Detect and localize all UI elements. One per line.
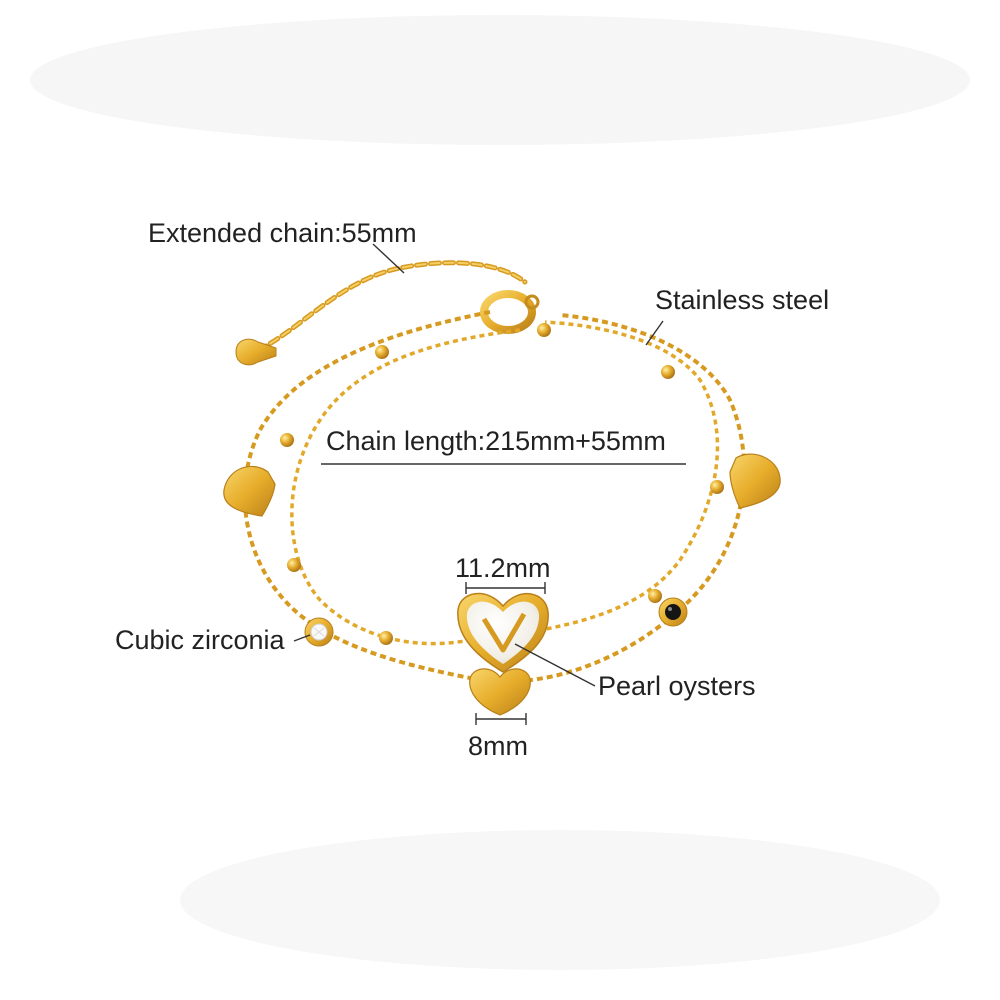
left-heart-charm: [223, 465, 276, 517]
extended-chain-leader: [372, 243, 405, 274]
stainless-steel-leader: [645, 320, 664, 346]
end-drop: [235, 338, 277, 366]
small-heart-width-label: 8mm: [468, 731, 528, 761]
station-beads: [280, 323, 724, 645]
small-heart-charm: [469, 668, 531, 716]
extension-chain: [235, 260, 528, 366]
large-heart-width-label: 11.2mm: [455, 553, 551, 583]
bottom-shadow: [180, 830, 940, 970]
pearl-heart-charm: [457, 592, 549, 673]
cubic-zirconia-stone: [304, 617, 334, 647]
cubic-zirconia-label: Cubic zirconia: [115, 625, 285, 655]
right-heart-charm: [729, 453, 781, 509]
annotation-lines: [293, 243, 686, 725]
pearl-oysters-label: Pearl oysters: [598, 671, 756, 701]
top-shadow: [30, 15, 970, 145]
pearl-oysters-leader: [514, 643, 596, 687]
stainless-steel-label: Stainless steel: [655, 285, 830, 315]
extended-chain-label: Extended chain:55mm: [148, 218, 417, 248]
cubic-zirconia-leader: [293, 634, 311, 642]
chain-length-label: Chain length:215mm+55mm: [326, 426, 666, 456]
black-stone: [658, 597, 688, 627]
lobster-clasp: [480, 290, 540, 334]
